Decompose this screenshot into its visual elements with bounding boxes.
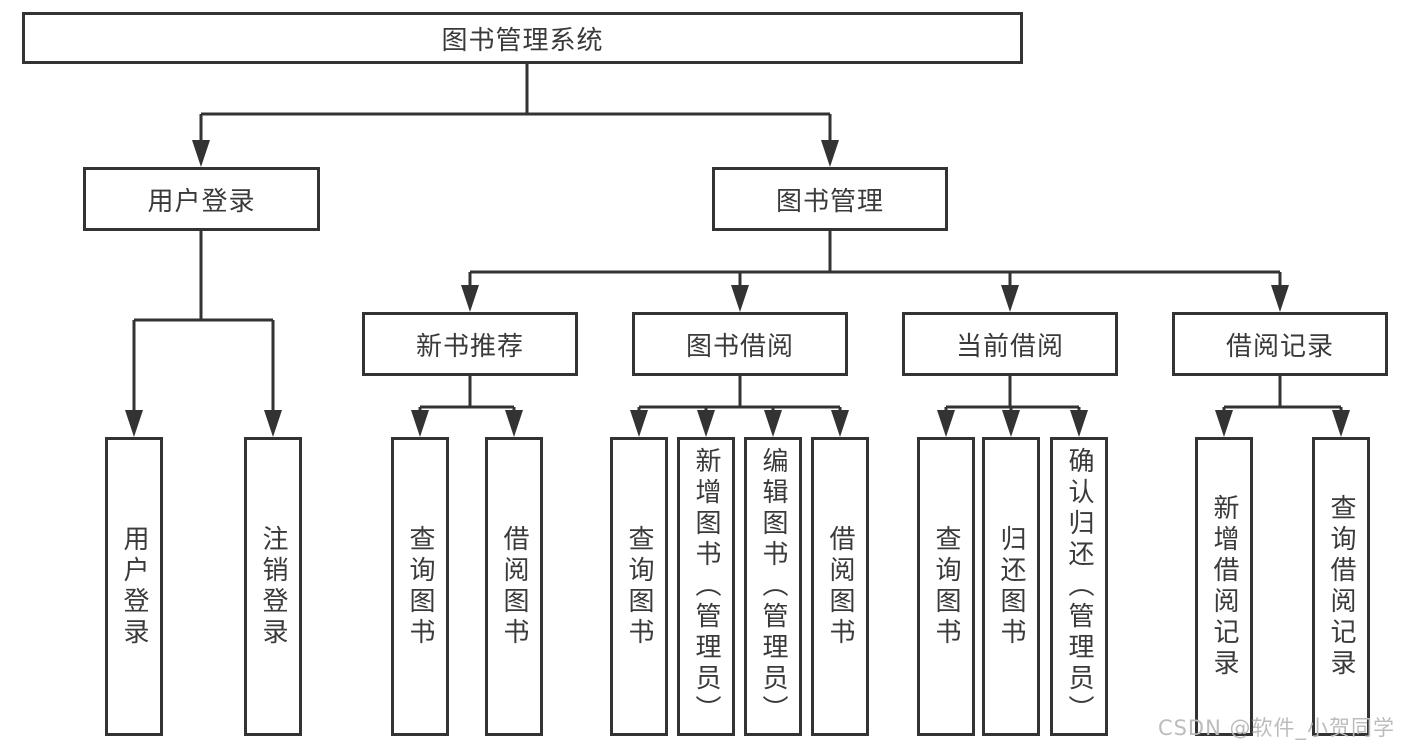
leaf-borrowing-borrow-books: 借阅图书	[811, 437, 869, 736]
node-book-management-label: 图书管理	[775, 186, 884, 217]
leaf-records-add-record-label: 新增借阅记录	[1209, 493, 1239, 680]
node-new-book-recommendation-label: 新书推荐	[415, 331, 524, 362]
leaf-logout: 注销登录	[244, 437, 302, 736]
node-book-borrowing-label: 图书借阅	[685, 331, 794, 362]
leaf-user-login-label: 用户登录	[119, 524, 149, 649]
node-new-book-recommendation: 新书推荐	[362, 312, 578, 376]
leaf-user-login: 用户登录	[105, 437, 163, 736]
leaf-recommend-borrow-books: 借阅图书	[485, 437, 543, 736]
node-book-borrowing: 图书借阅	[632, 312, 848, 376]
leaf-borrowing-query-books-label: 查询图书	[624, 524, 654, 649]
leaf-current-return-books: 归还图书	[982, 437, 1040, 736]
leaf-borrowing-edit-books-admin: 编辑图书（管理员）	[744, 437, 802, 736]
node-user-login-label: 用户登录	[147, 186, 256, 217]
node-current-borrowing-label: 当前借阅	[955, 331, 1064, 362]
leaf-borrowing-edit-books-admin-label: 编辑图书（管理员）	[758, 447, 788, 726]
node-book-management: 图书管理	[712, 167, 948, 231]
leaf-borrowing-add-books-admin-label: 新增图书（管理员）	[691, 447, 721, 726]
leaf-current-confirm-return-admin: 确认归还（管理员）	[1050, 437, 1108, 736]
leaf-current-query-books-label: 查询图书	[931, 524, 961, 649]
leaf-recommend-query-books: 查询图书	[391, 437, 449, 736]
leaf-records-query-record: 查询借阅记录	[1312, 437, 1370, 736]
leaf-records-add-record: 新增借阅记录	[1195, 437, 1253, 736]
leaf-current-return-books-label: 归还图书	[996, 524, 1026, 649]
csdn-watermark: CSDN @软件_小贺同学	[1157, 716, 1395, 740]
node-current-borrowing: 当前借阅	[902, 312, 1118, 376]
leaf-current-query-books: 查询图书	[917, 437, 975, 736]
node-library-management-system: 图书管理系统	[22, 12, 1023, 64]
leaf-recommend-query-books-label: 查询图书	[405, 524, 435, 649]
leaf-borrowing-borrow-books-label: 借阅图书	[825, 524, 855, 649]
node-user-login: 用户登录	[83, 167, 320, 231]
node-borrowing-records-label: 借阅记录	[1225, 331, 1334, 362]
leaf-recommend-borrow-books-label: 借阅图书	[499, 524, 529, 649]
leaf-borrowing-add-books-admin: 新增图书（管理员）	[677, 437, 735, 736]
node-library-management-system-label: 图书管理系统	[441, 25, 604, 56]
leaf-borrowing-query-books: 查询图书	[610, 437, 668, 736]
node-borrowing-records: 借阅记录	[1172, 312, 1388, 376]
leaf-logout-label: 注销登录	[258, 524, 288, 649]
leaf-records-query-record-label: 查询借阅记录	[1326, 493, 1356, 680]
leaf-current-confirm-return-admin-label: 确认归还（管理员）	[1064, 447, 1094, 726]
